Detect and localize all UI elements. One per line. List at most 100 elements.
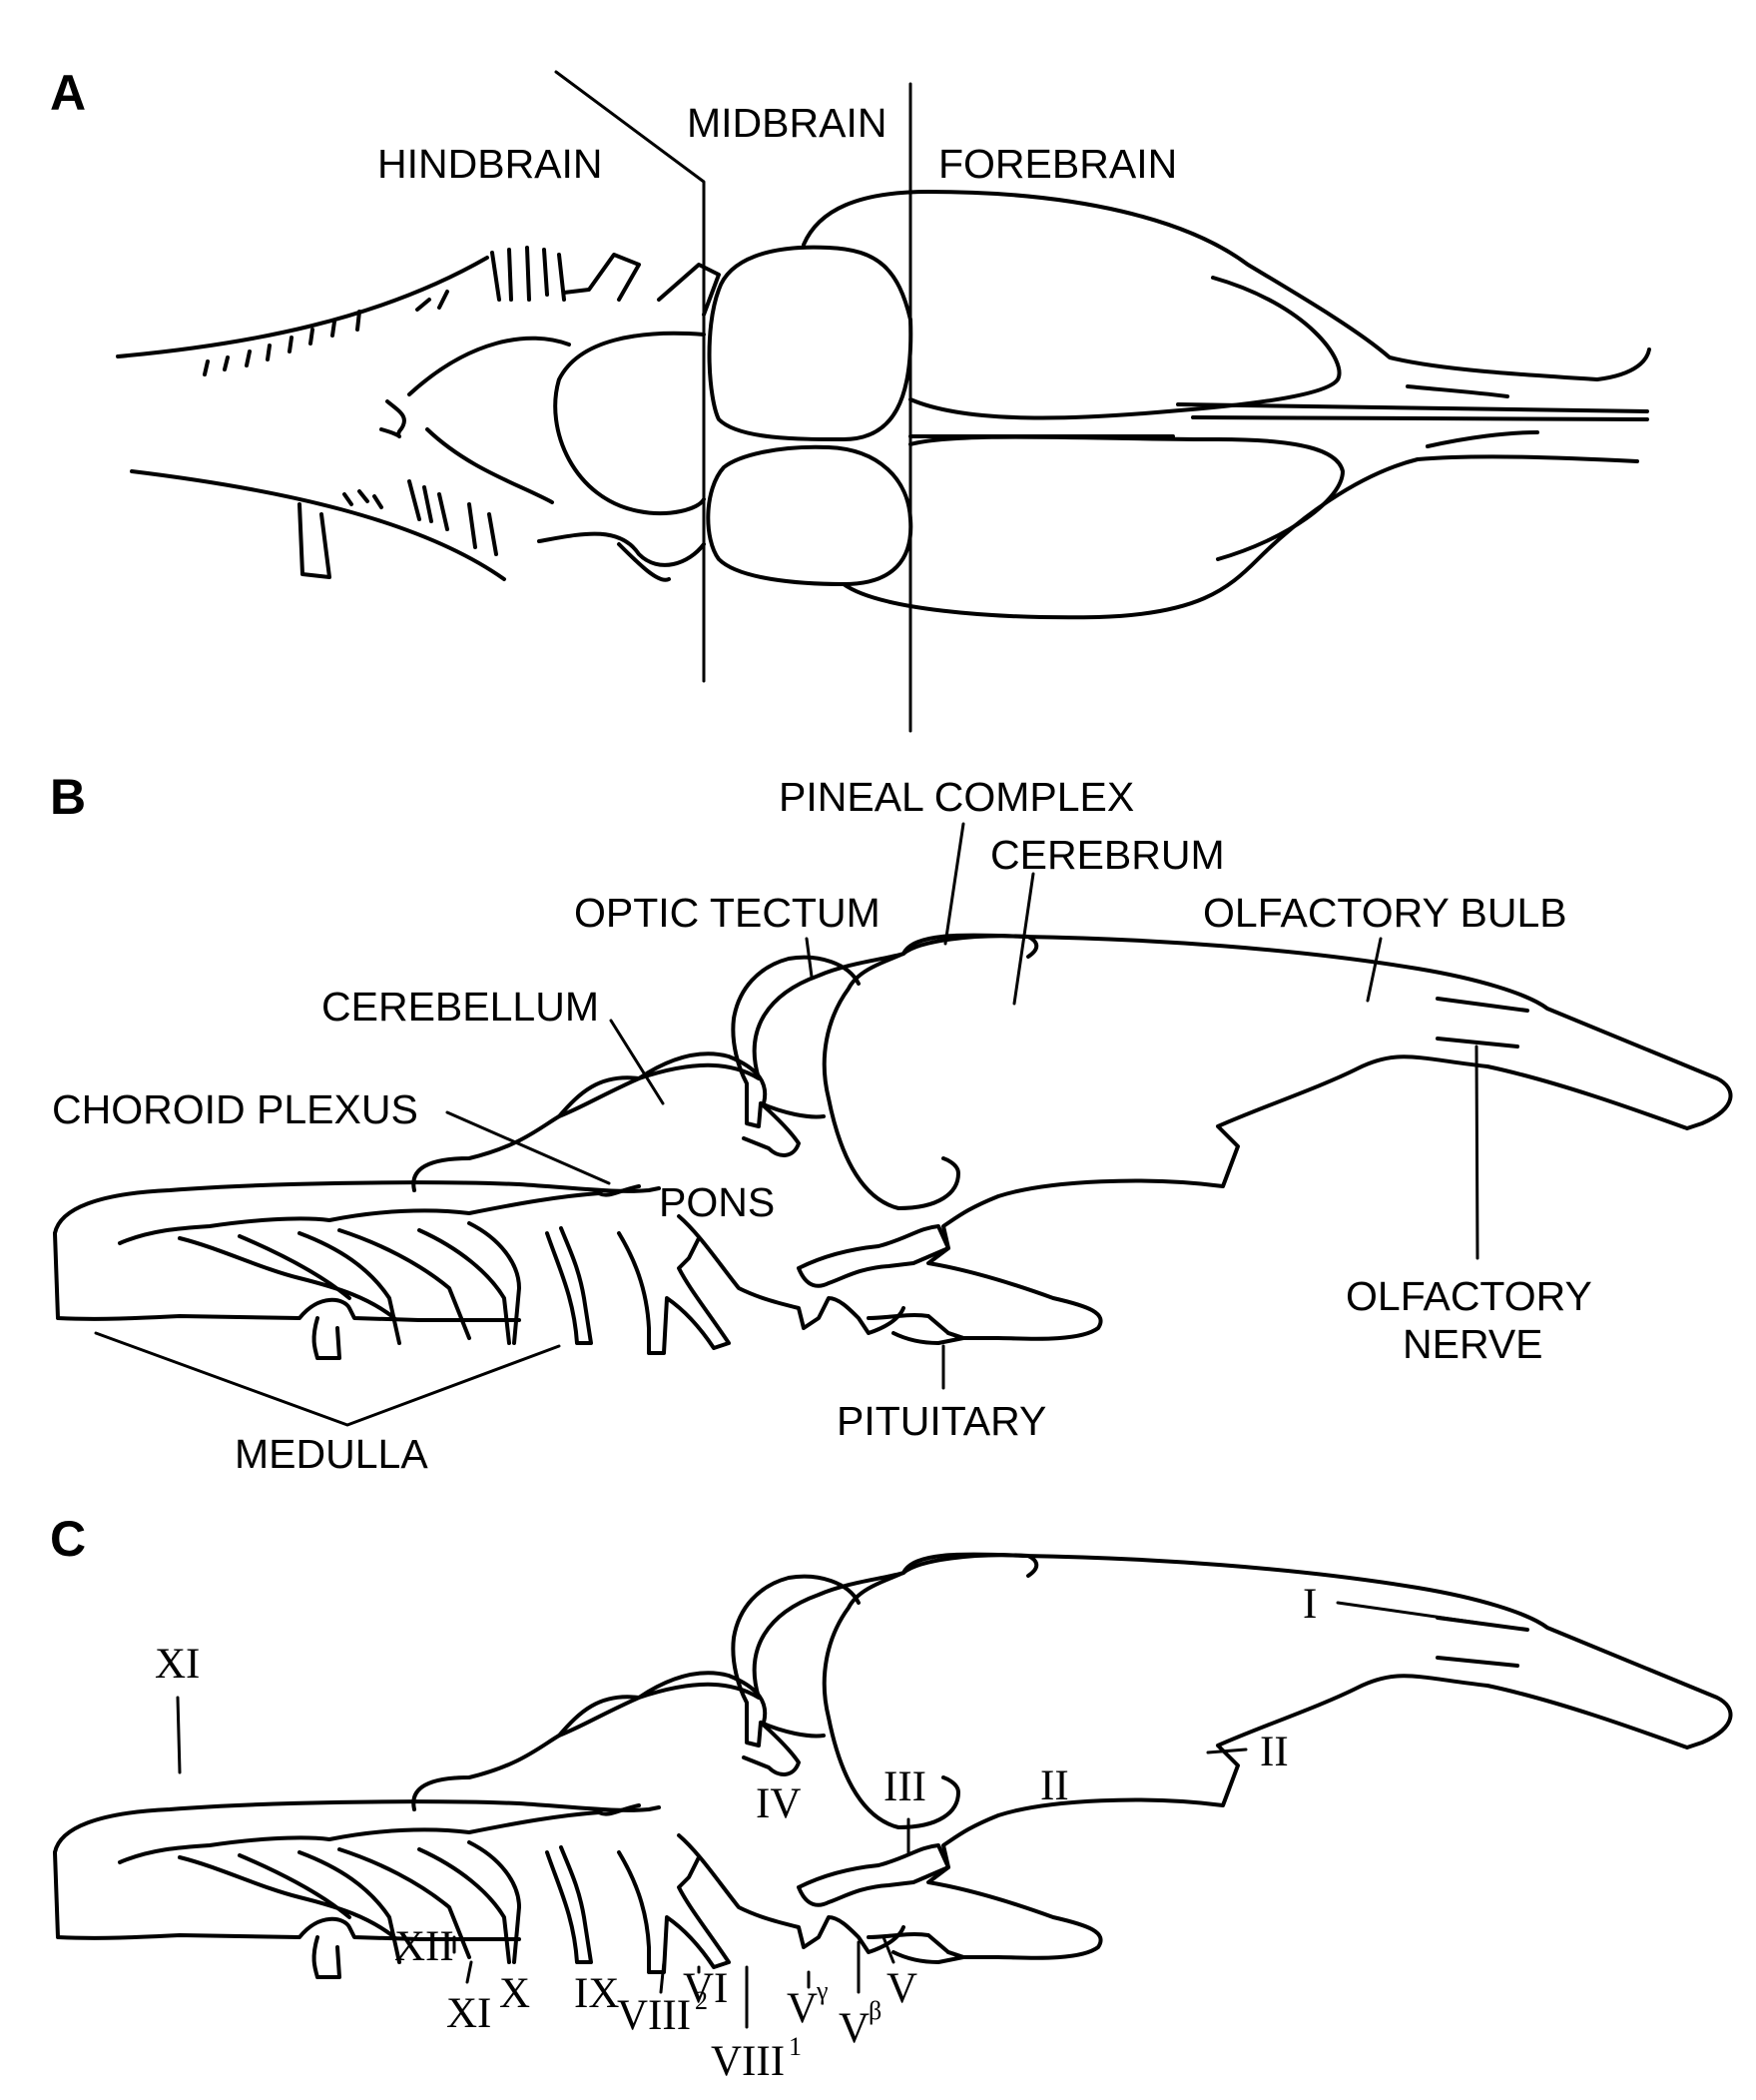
hindbrain-midbrain-boundary (554, 70, 706, 683)
leader-nerve-xi-top (176, 1696, 182, 1774)
cerebrum-label: CEREBRUM (990, 832, 1225, 878)
nerve-v-label: V (886, 1965, 917, 2012)
medulla-body-b (53, 1180, 661, 1235)
leader-cerebellum (609, 1019, 665, 1105)
pineal-complex-b (901, 934, 1039, 959)
nerve-xi-bottom-label: XI (446, 1990, 491, 2037)
leader-nerve-ii-outer (1206, 1748, 1248, 1754)
cerebellum-lobe-a (553, 331, 706, 516)
nerve-i-label: I (1303, 1581, 1317, 1628)
pituitary-b (867, 1313, 965, 1345)
nerve-viii-b (617, 1231, 731, 1355)
forebrain-label: FOREBRAIN (938, 141, 1177, 187)
optic-tectum-c (731, 1574, 861, 1748)
cerebellum-c (557, 1671, 768, 1738)
nerve-roots-lower (342, 479, 498, 556)
pituitary-c (867, 1932, 965, 1964)
hypothalamus-b (797, 1224, 950, 1288)
tectum-stem-c (742, 1721, 801, 1776)
nerve-viii2-base: VIII (617, 1992, 691, 2039)
leader-olfactory-bulb (1366, 937, 1383, 1003)
nerve-roots-upper (203, 290, 449, 376)
nerve-ix-label: IX (574, 1970, 619, 2017)
nerve-v-b (677, 1214, 905, 1335)
nerve-viii2-superscript: 2 (695, 1986, 708, 2015)
nerve-viii2-label: VIII 2 (617, 1986, 708, 2039)
nerve-iii-label: III (883, 1763, 926, 1810)
leader-pineal (943, 822, 965, 946)
nerve-viii1-label: VIII 1 (711, 2032, 802, 2085)
nerve-v-gamma-base: V (787, 1985, 818, 2032)
nerve-viii1-superscript: 1 (789, 2032, 802, 2061)
tectum-stem-b (742, 1101, 801, 1157)
nerve-roots-c (118, 1803, 641, 1864)
midbrain-label: MIDBRAIN (687, 100, 886, 146)
hindbrain-upper-edge (116, 256, 489, 358)
leader-nerve-v (881, 1935, 895, 1964)
spinal-root-b (311, 1316, 341, 1360)
cerebellum-bump (562, 253, 721, 317)
hindbrain-lower-edge (130, 469, 506, 581)
cerebellum-b (557, 1051, 768, 1118)
leader-cerebrum (1012, 872, 1035, 1006)
olfactory-tract-upper-a (1406, 384, 1509, 398)
optic-tectum-b (731, 955, 861, 1128)
nerve-ix-b (545, 1226, 593, 1345)
nerve-iv-label: IV (756, 1780, 801, 1827)
forebrain-upper-inner-a (908, 276, 1342, 420)
pituitary-label: PITUITARY (837, 1398, 1046, 1444)
nerve-v-beta-superscript: β (869, 1996, 881, 2025)
leader-optic-tectum (805, 937, 814, 979)
hypothalamus-c (797, 1843, 950, 1907)
cerebrum-c (822, 1571, 960, 1829)
panel-c-letter: C (50, 1511, 86, 1567)
nerve-v-beta-label: V β (839, 1996, 881, 2052)
nerve-x-label: X (499, 1970, 530, 2017)
optic-tectum-label: OPTIC TECTUM (574, 890, 880, 936)
medulla-label: MEDULLA (235, 1431, 428, 1477)
optic-tectum-upper-lobe-a (707, 245, 913, 441)
hindbrain-ventral-curve (425, 427, 554, 504)
olfactory-tract-lower-a (1426, 430, 1539, 448)
panel-a: A HINDBRAIN MIDBRAIN FOREBRAIN (50, 65, 1651, 733)
olfactory-tract-c (1436, 1616, 1529, 1668)
leader-medulla (94, 1331, 561, 1427)
brain-outline-b (411, 933, 1733, 1341)
panel-b-letter: B (50, 769, 86, 825)
hindbrain-label: HINDBRAIN (377, 141, 603, 187)
optic-tectum-lower-lobe-a (706, 444, 913, 586)
olfactory-bulb-label: OLFACTORY BULB (1203, 890, 1567, 936)
panel-c: C (50, 1511, 1733, 2085)
pineal-complex-c (901, 1553, 1039, 1578)
olfactory-tract-b (1436, 997, 1529, 1049)
spinal-root-c (311, 1935, 341, 1979)
olfactory-nerve-label-line1: OLFACTORY (1346, 1273, 1592, 1319)
nerve-ii-inner-label: II (1040, 1762, 1069, 1809)
nerve-ix-c (545, 1845, 593, 1964)
nerve-viii1-base: VIII (711, 2038, 785, 2085)
leader-nerve-viii2 (659, 1960, 666, 1994)
choroid-plexus-b (118, 1184, 641, 1245)
pineal-complex-label: PINEAL COMPLEX (779, 774, 1134, 820)
nerve-xii-label: XII (394, 1923, 454, 1970)
nerve-v-gamma-superscript: γ (816, 1976, 829, 2005)
choroid-plexus-label: CHOROID PLEXUS (52, 1086, 418, 1132)
cerebellum-label: CEREBELLUM (321, 984, 599, 1030)
medulla-lower-c (53, 1850, 521, 1941)
nerve-xi-top-label: XI (155, 1641, 200, 1688)
nerve-root-left (297, 502, 331, 579)
forebrain-upper-lobe-a (802, 190, 1651, 381)
leader-olfactory-nerve (1474, 1045, 1479, 1260)
forebrain-lower-outer-a (842, 454, 1639, 620)
leader-nerve-xi-bottom (465, 1960, 473, 1984)
fourth-ventricle-mark (379, 399, 406, 438)
nerve-v-gamma-label: V γ (787, 1976, 829, 2032)
olfactory-nerve-label-line2: NERVE (1403, 1321, 1543, 1367)
cranial-roots-b (178, 1221, 521, 1345)
leader-choroid-plexus (445, 1110, 611, 1185)
panel-a-letter: A (50, 65, 86, 121)
pons-label: PONS (659, 1179, 775, 1225)
nerve-v-beta-base: V (839, 2005, 870, 2052)
hindbrain-dorsal-curve (407, 336, 571, 396)
